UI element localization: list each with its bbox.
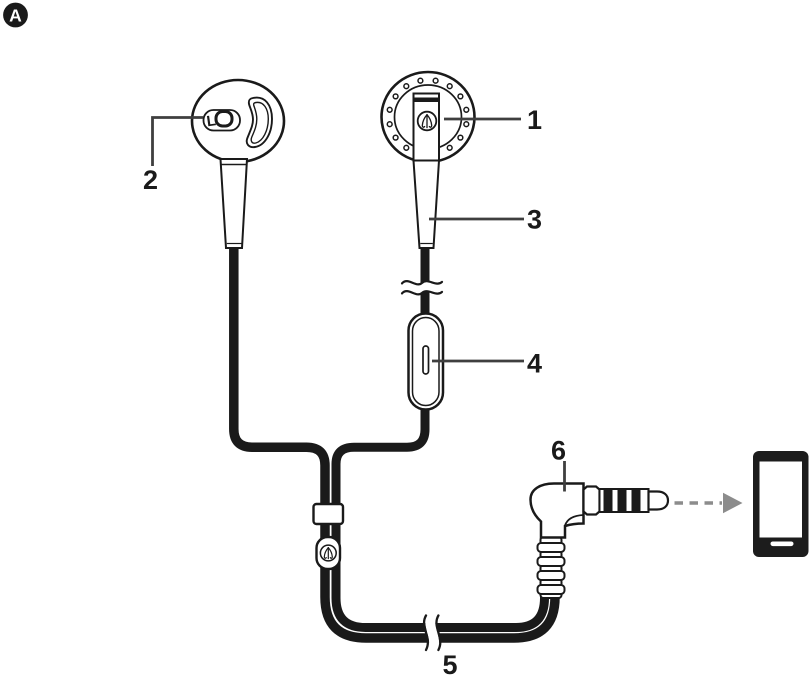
figure-label-badge: A	[3, 2, 28, 28]
left-earbud: L	[190, 78, 286, 249]
right-earbud-stem-upper	[412, 92, 440, 162]
plug-body	[529, 482, 585, 539]
channel-marker-label: L	[206, 112, 217, 130]
vent-kidney-outer	[245, 96, 273, 149]
remote-mic-slit	[422, 345, 430, 375]
badge-circle	[3, 2, 28, 28]
break-wave-bottom	[400, 290, 444, 296]
callout-1: 1	[527, 105, 542, 135]
callout-2: 2	[143, 165, 158, 195]
figure-label: A	[9, 6, 22, 26]
plug-contact-bands	[603, 489, 641, 512]
channel-marker-ring	[214, 110, 234, 128]
vent-kidney-inner	[250, 101, 270, 144]
callout-6: 6	[551, 436, 566, 466]
leader-line-2	[151, 116, 203, 166]
leader-lines	[151, 116, 566, 492]
cable-break-lower	[422, 608, 442, 657]
audio-technica-logo-icon	[416, 110, 438, 132]
audio-technica-logo-icon	[319, 544, 337, 562]
left-earbud-stem	[219, 158, 249, 249]
cables	[229, 246, 560, 643]
cable-right-strand	[331, 246, 549, 632]
phone-home-bar	[770, 541, 794, 547]
plug-collar	[582, 485, 601, 516]
cable-slider	[312, 502, 345, 526]
break-slash-left	[422, 614, 429, 652]
cable-break-upper	[397, 280, 447, 296]
callout-3: 3	[527, 205, 542, 235]
arrowhead	[723, 492, 743, 514]
phone-screen	[759, 461, 802, 538]
right-earbud-stem-taper	[412, 159, 441, 249]
plug-assembly	[529, 482, 670, 599]
connect-arrow	[674, 492, 743, 514]
plug-body-step-line	[564, 514, 584, 526]
cable-left-strand	[229, 246, 560, 643]
callout-4: 4	[527, 349, 542, 379]
callout-5: 5	[443, 650, 458, 676]
smartphone-icon	[753, 451, 809, 557]
break-wave-top	[400, 280, 444, 286]
plug-strain-relief	[536, 536, 566, 599]
right-earbud	[380, 70, 476, 249]
stem-top-band	[414, 97, 438, 102]
break-slash-right	[435, 614, 442, 652]
plug-tip	[647, 490, 670, 511]
cable-logo-tag	[315, 535, 342, 571]
